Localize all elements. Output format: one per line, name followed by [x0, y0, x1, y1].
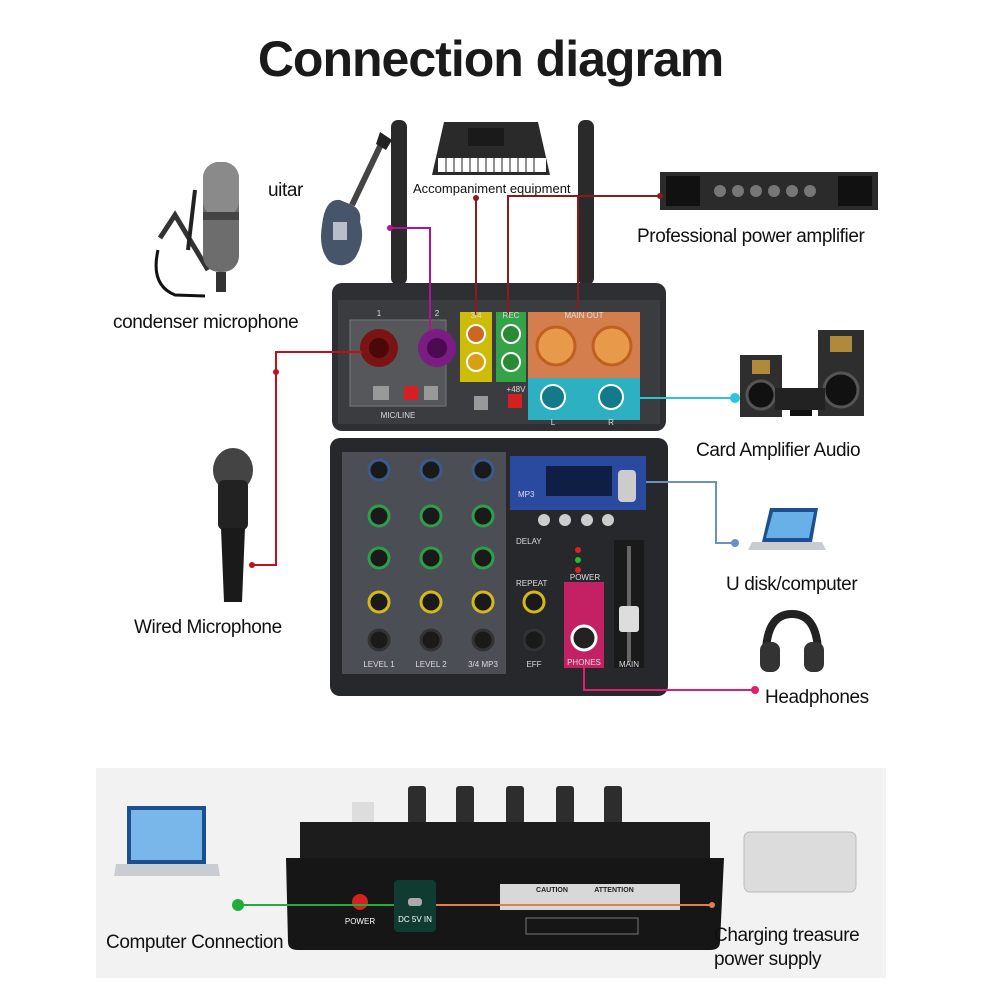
mixer-knob — [419, 590, 443, 614]
attention-label: ATTENTION — [594, 887, 634, 894]
rear-view-panel — [96, 768, 886, 978]
jack-l-label: L — [551, 418, 556, 427]
eff-button-label: EFF — [526, 660, 541, 669]
mixer-knob — [419, 458, 443, 482]
rear-dc-label: DC 5V IN — [398, 915, 432, 924]
main-fader-label: MAIN — [619, 660, 639, 669]
mixer-knob — [471, 546, 495, 570]
antenna-right — [578, 120, 594, 285]
power-amplifier-label: Professional power amplifier — [637, 226, 865, 247]
condenser-microphone-icon — [154, 162, 239, 298]
power-supply-label: power supply — [714, 949, 822, 970]
input-1-label: 1 — [377, 309, 382, 318]
condenser-microphone-label: condenser microphone — [113, 312, 299, 333]
charging-treasure-label: Charging treasure — [714, 925, 860, 946]
mixer-knob — [471, 590, 495, 614]
mp3-34-label: 3/4 MP3 — [468, 660, 498, 669]
card-amplifier-label: Card Amplifier Audio — [696, 440, 861, 461]
wired-microphone-label: Wired Microphone — [134, 617, 282, 638]
connection-lines — [252, 195, 755, 691]
speakers-icon — [740, 330, 864, 417]
mixer-knob — [471, 504, 495, 528]
computer-connection-label: Computer Connection — [106, 932, 284, 953]
mixer-knob — [419, 628, 443, 652]
level1-label: LEVEL 1 — [363, 660, 395, 669]
mixer-knob — [419, 504, 443, 528]
headphones-label: Headphones — [765, 687, 869, 708]
mp3-label: MP3 — [518, 490, 535, 499]
phones-label: PHONES — [567, 658, 601, 667]
mixer-top-panel — [332, 283, 666, 431]
headphones-icon — [760, 609, 824, 672]
main-out-label: MAIN OUT — [564, 311, 603, 320]
mixer-knob — [522, 628, 546, 652]
rec-label: REC — [503, 311, 520, 320]
mixer-knob — [522, 590, 546, 614]
usb-computer-label: U disk/computer — [726, 574, 858, 595]
mixer-front-panel — [330, 438, 668, 696]
laptop-icon — [748, 508, 826, 550]
mixer-knob — [367, 458, 391, 482]
mixer-knob — [419, 546, 443, 570]
delay-label: DELAY — [516, 537, 542, 546]
phantom-label: +48V — [507, 385, 527, 394]
mixer-knob — [367, 504, 391, 528]
ch34-label: 3/4 — [470, 311, 482, 320]
accompaniment-label: Accompaniment equipment — [413, 181, 571, 196]
mixer-knob — [471, 628, 495, 652]
mixer-knob — [471, 458, 495, 482]
input-2-label: 2 — [435, 309, 440, 318]
mixer-knob — [367, 546, 391, 570]
connection-endpoints — [249, 193, 759, 694]
mixer-knob — [367, 590, 391, 614]
guitar-label: uitar — [268, 180, 303, 201]
antenna-left — [391, 120, 407, 285]
mixer-knob — [367, 628, 391, 652]
power-led-label: POWER — [570, 573, 600, 582]
caution-label: CAUTION — [536, 887, 568, 894]
page-title: Connection diagram — [257, 31, 724, 87]
keyboard-icon — [432, 122, 550, 175]
jack-r-label: R — [608, 418, 614, 427]
level2-label: LEVEL 2 — [415, 660, 447, 669]
rear-power-label: POWER — [345, 917, 375, 926]
guitar-icon — [321, 132, 392, 266]
repeat-label: REPEAT — [516, 579, 548, 588]
wired-microphone-icon — [213, 448, 253, 602]
power-amplifier-icon — [660, 172, 878, 210]
mic-line-label: MIC/LINE — [381, 411, 416, 420]
